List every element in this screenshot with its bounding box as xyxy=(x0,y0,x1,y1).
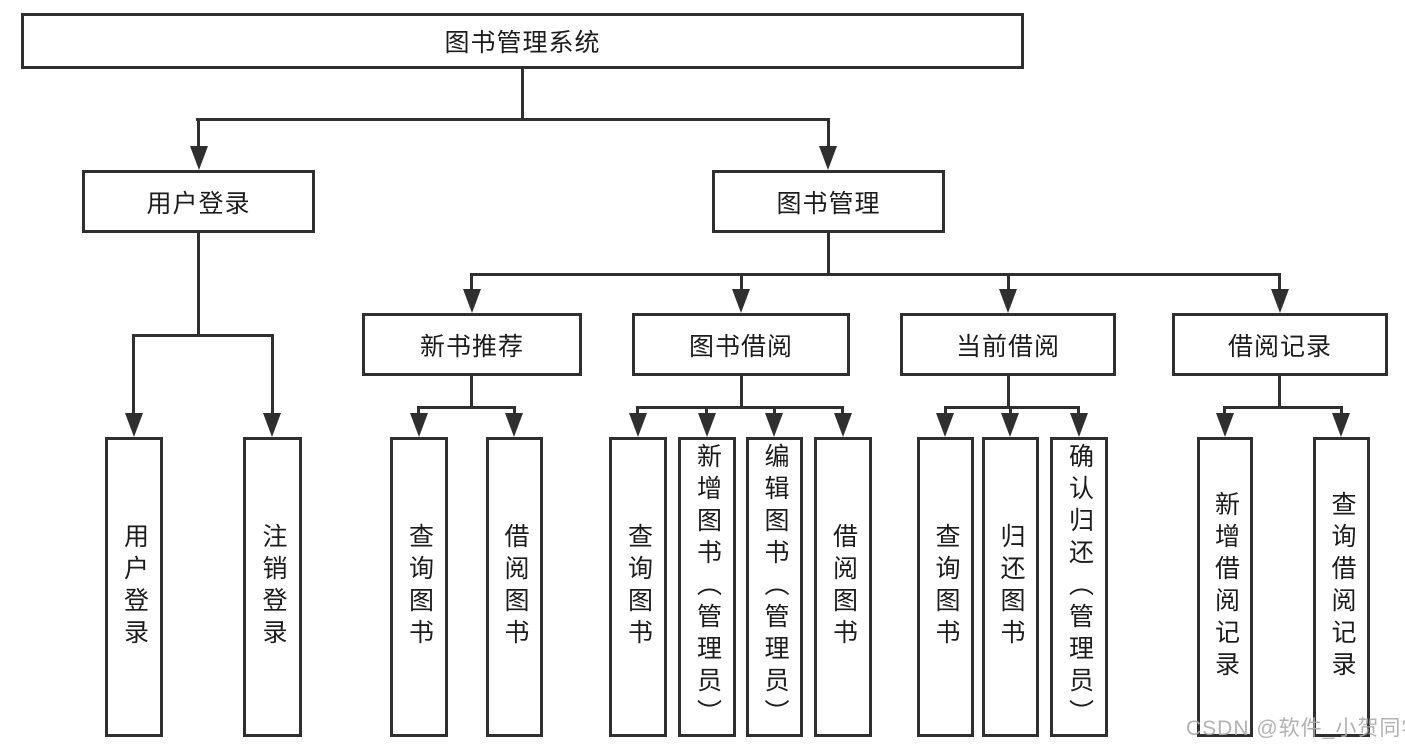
leaf-records-add-record: 新增借阅记录 xyxy=(1197,437,1253,737)
node-user-login: 用户登录 xyxy=(82,170,315,233)
node-label: 图书管理系统 xyxy=(444,29,601,57)
connector-line xyxy=(944,406,947,416)
arrow-down-icon xyxy=(190,146,208,170)
connector-line xyxy=(470,376,473,409)
leaf-borrow-query-books: 查询图书 xyxy=(609,437,667,737)
arrow-down-icon xyxy=(765,413,783,437)
node-book-borrow: 图书借阅 xyxy=(632,313,850,376)
connector-line xyxy=(196,118,830,121)
arrow-down-icon xyxy=(629,413,647,437)
leaf-label: 用户登录 xyxy=(120,523,149,651)
connector-line xyxy=(1278,376,1281,409)
connector-line xyxy=(417,406,516,409)
node-label: 用户登录 xyxy=(146,189,251,218)
arrow-down-icon xyxy=(263,413,281,437)
connector-line xyxy=(417,406,420,416)
connector-line xyxy=(636,406,639,416)
connector-line xyxy=(827,118,830,148)
arrow-down-icon xyxy=(732,289,750,313)
arrow-down-icon xyxy=(1271,289,1289,313)
connector-line xyxy=(521,69,524,120)
connector-line xyxy=(740,273,743,292)
arrow-down-icon xyxy=(936,413,954,437)
arrow-down-icon xyxy=(819,146,837,170)
connector-line xyxy=(132,334,135,416)
arrow-down-icon xyxy=(698,413,716,437)
node-borrow-records: 借阅记录 xyxy=(1172,313,1388,376)
leaf-label: 编辑图书（管理员） xyxy=(761,443,789,731)
leaf-current-confirm-return-admin: 确认归还（管理员） xyxy=(1050,437,1108,737)
leaf-label: 新增图书（管理员） xyxy=(693,443,722,731)
connector-line xyxy=(470,273,1281,276)
arrow-down-icon xyxy=(999,289,1017,313)
connector-line xyxy=(1223,406,1343,409)
leaf-user-logout: 注销登录 xyxy=(243,437,302,737)
arrow-down-icon xyxy=(505,413,523,437)
leaf-borrow-borrow-books: 借阅图书 xyxy=(814,437,872,737)
leaf-label: 借阅图书 xyxy=(501,523,529,651)
leaf-label: 查询借阅记录 xyxy=(1328,491,1356,683)
connector-line xyxy=(841,406,844,416)
arrow-down-icon xyxy=(1001,413,1019,437)
node-label: 借阅记录 xyxy=(1227,332,1332,361)
leaf-records-query-record: 查询借阅记录 xyxy=(1313,437,1370,737)
leaf-user-login: 用户登录 xyxy=(105,437,163,737)
node-new-book-recommend: 新书推荐 xyxy=(362,313,582,376)
node-book-management: 图书管理 xyxy=(712,170,945,233)
connector-line xyxy=(271,334,274,416)
connector-line xyxy=(1007,273,1010,292)
connector-line xyxy=(1077,406,1080,416)
arrow-down-icon xyxy=(1332,413,1350,437)
leaf-label: 借阅图书 xyxy=(829,523,858,651)
arrow-down-icon xyxy=(463,289,481,313)
arrow-down-icon xyxy=(125,413,143,437)
leaf-borrow-add-books-admin: 新增图书（管理员） xyxy=(678,437,736,737)
node-root-library-system: 图书管理系统 xyxy=(21,13,1024,69)
connector-line xyxy=(132,334,274,337)
leaf-current-return-books: 归还图书 xyxy=(982,437,1039,737)
arrow-down-icon xyxy=(1070,413,1088,437)
leaf-newbook-borrow-books: 借阅图书 xyxy=(486,437,543,737)
leaf-label: 查询图书 xyxy=(405,523,434,651)
arrow-down-icon xyxy=(410,413,428,437)
leaf-label: 查询图书 xyxy=(624,523,653,651)
connector-line xyxy=(513,406,516,416)
leaf-label: 查询图书 xyxy=(932,523,960,651)
csdn-watermark: CSDN @软件_小贺同学 xyxy=(1186,717,1405,740)
leaf-borrow-edit-books-admin: 编辑图书（管理员） xyxy=(746,437,803,737)
connector-line xyxy=(705,406,708,416)
node-label: 新书推荐 xyxy=(419,332,524,361)
connector-line xyxy=(740,376,743,409)
connector-line xyxy=(773,406,776,416)
connector-line xyxy=(636,406,844,409)
node-label: 图书借阅 xyxy=(688,332,793,361)
node-current-borrow: 当前借阅 xyxy=(900,313,1116,376)
leaf-label: 注销登录 xyxy=(259,523,287,651)
leaf-newbook-query-books: 查询图书 xyxy=(390,437,448,737)
connector-line xyxy=(197,118,200,148)
connector-line xyxy=(1340,406,1343,416)
connector-line xyxy=(1007,376,1010,409)
leaf-current-query-books: 查询图书 xyxy=(917,437,974,737)
connector-line xyxy=(470,273,473,292)
connector-line xyxy=(827,233,830,275)
arrow-down-icon xyxy=(834,413,852,437)
node-label: 当前借阅 xyxy=(955,332,1060,361)
leaf-label: 确认归还（管理员） xyxy=(1065,443,1094,731)
connector-line xyxy=(944,406,1080,409)
connector-line xyxy=(197,233,200,336)
connector-line xyxy=(1223,406,1226,416)
leaf-label: 归还图书 xyxy=(997,523,1025,651)
leaf-label: 新增借阅记录 xyxy=(1211,491,1240,683)
node-label: 图书管理 xyxy=(776,189,881,218)
connector-line xyxy=(1278,273,1281,292)
connector-line xyxy=(1009,406,1012,416)
arrow-down-icon xyxy=(1216,413,1234,437)
